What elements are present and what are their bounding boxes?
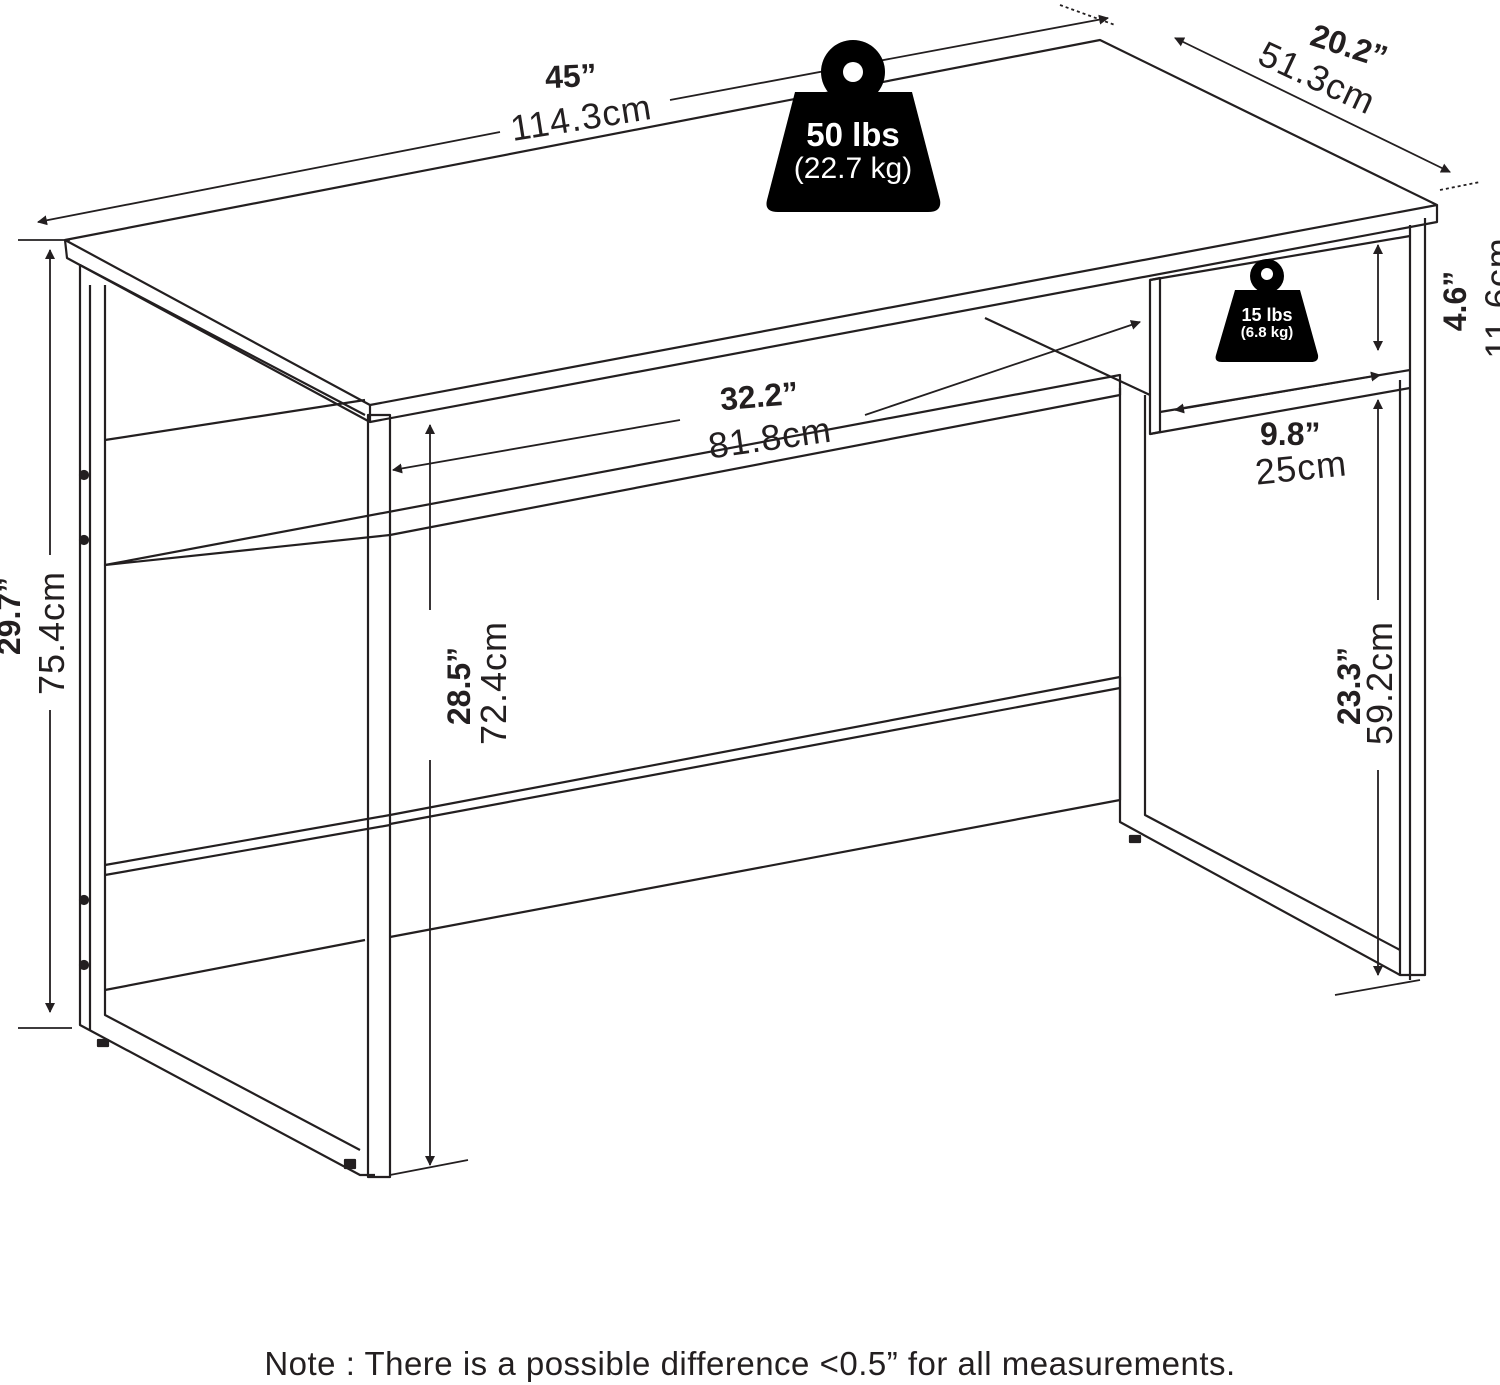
weight-icon-15lbs — [1215, 259, 1319, 362]
modesty-panel — [103, 373, 1122, 567]
height-inches: 29.7” — [0, 576, 28, 656]
weight-top: 50 lbs (22.7 kg) — [775, 116, 931, 185]
shelf-height-inches: 4.6” — [1437, 270, 1474, 332]
shelf-width-cm: 25cm — [1253, 442, 1349, 493]
shelf-width-inches: 9.8” — [1260, 416, 1321, 452]
leg-clearance-inches: 28.5” — [441, 646, 478, 726]
leg-clearance-cm: 72.4cm — [473, 620, 515, 746]
height-cm: 75.4cm — [31, 570, 73, 696]
weight-shelf-lbs: 15 lbs — [1241, 305, 1293, 325]
front-left-leg — [366, 413, 392, 1179]
weight-top-kg: (22.7 kg) — [793, 151, 913, 185]
measurement-note: Note : There is a possible difference <0… — [264, 1345, 1236, 1382]
width-dimension-line — [38, 18, 1108, 222]
weight-shelf-kg: (6.8 kg) — [1240, 323, 1294, 341]
shelf — [1148, 276, 1162, 436]
weight-icon-50lbs — [766, 40, 941, 212]
weight-top-lbs: 50 lbs — [806, 116, 900, 153]
width-inches: 45” — [544, 56, 598, 96]
weight-shelf: 15 lbs (6.8 kg) — [1222, 306, 1312, 341]
shelf-height-cm: 11.6cm — [1477, 237, 1500, 359]
inner-width-dimension-line — [393, 322, 1140, 470]
inner-width-inches: 32.2” — [718, 374, 800, 418]
under-shelf-cm: 59.2cm — [1359, 620, 1401, 746]
shelf-width-dimension-line — [1174, 371, 1381, 414]
depth-dimension-line — [1174, 37, 1451, 173]
